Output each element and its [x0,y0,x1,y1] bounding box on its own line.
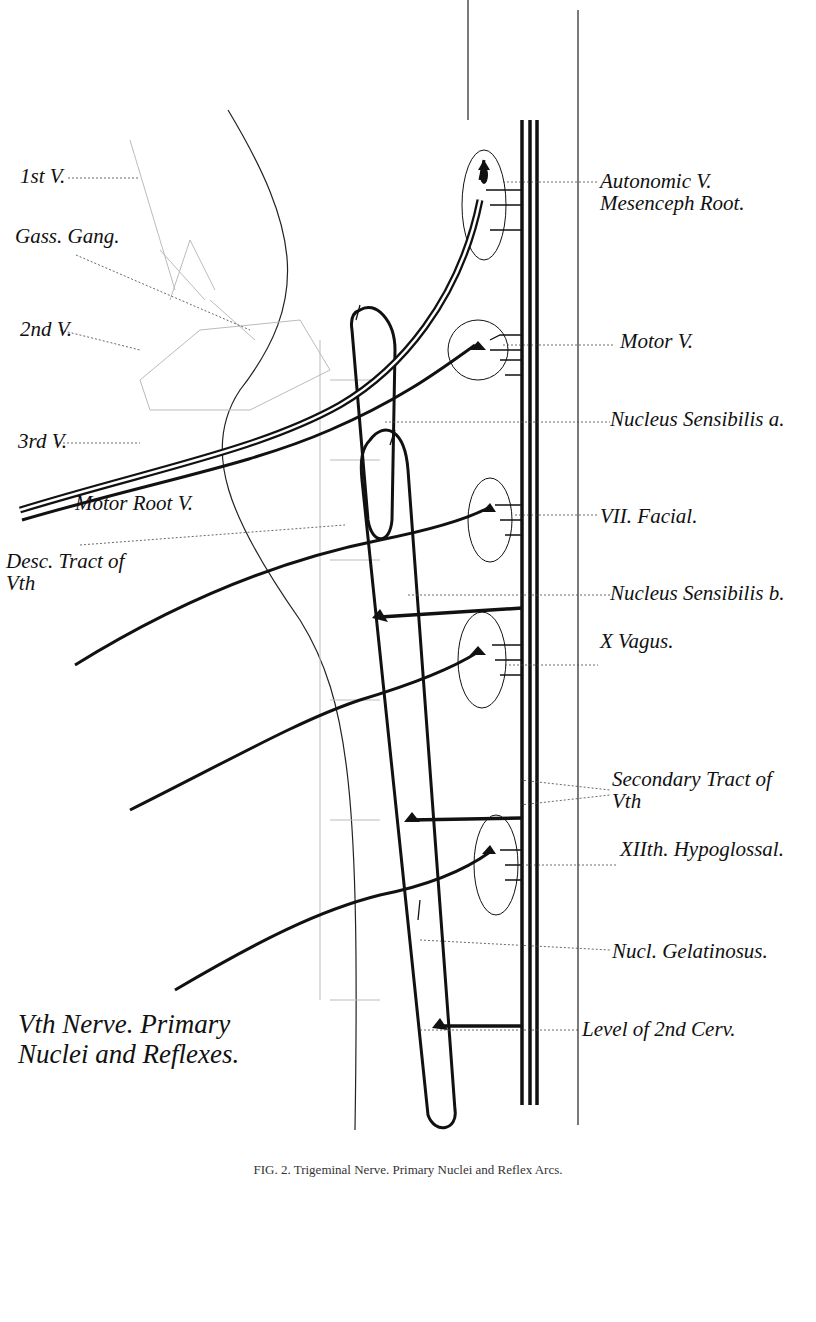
first-branch-label: 1st V. [20,165,65,187]
nucleus-label: Autonomic V. Mesenceph Root. [600,170,810,214]
ganglion-label: Gass. Gang. [15,225,119,247]
motor-root-label: Motor Root V. [75,492,193,514]
diagram-title: Vth Nerve. Primary Nuclei and Reflexes. [18,1010,248,1069]
second-branch-label: 2nd V. [20,318,72,340]
nucleus-label: XIIth. Hypoglossal. [620,838,790,860]
nucleus-label: VII. Facial. [600,505,700,527]
level-label: Level of 2nd Cerv. [582,1018,736,1040]
nucleus-label: Nucl. Gelatinosus. [612,940,768,962]
tract-label: Secondary Tract of Vth [612,768,792,812]
third-branch-label: 3rd V. [18,430,67,452]
nucleus-label: Nucleus Sensibilis b. [610,582,810,604]
nucleus-label: X Vagus. [600,630,690,652]
tract-label: Desc. Tract of Vth [6,550,136,594]
nucleus-label: Motor V. [620,330,693,352]
figure-caption: FIG. 2. Trigeminal Nerve. Primary Nuclei… [253,1162,562,1178]
nucleus-label: Nucleus Sensibilis a. [610,408,810,430]
